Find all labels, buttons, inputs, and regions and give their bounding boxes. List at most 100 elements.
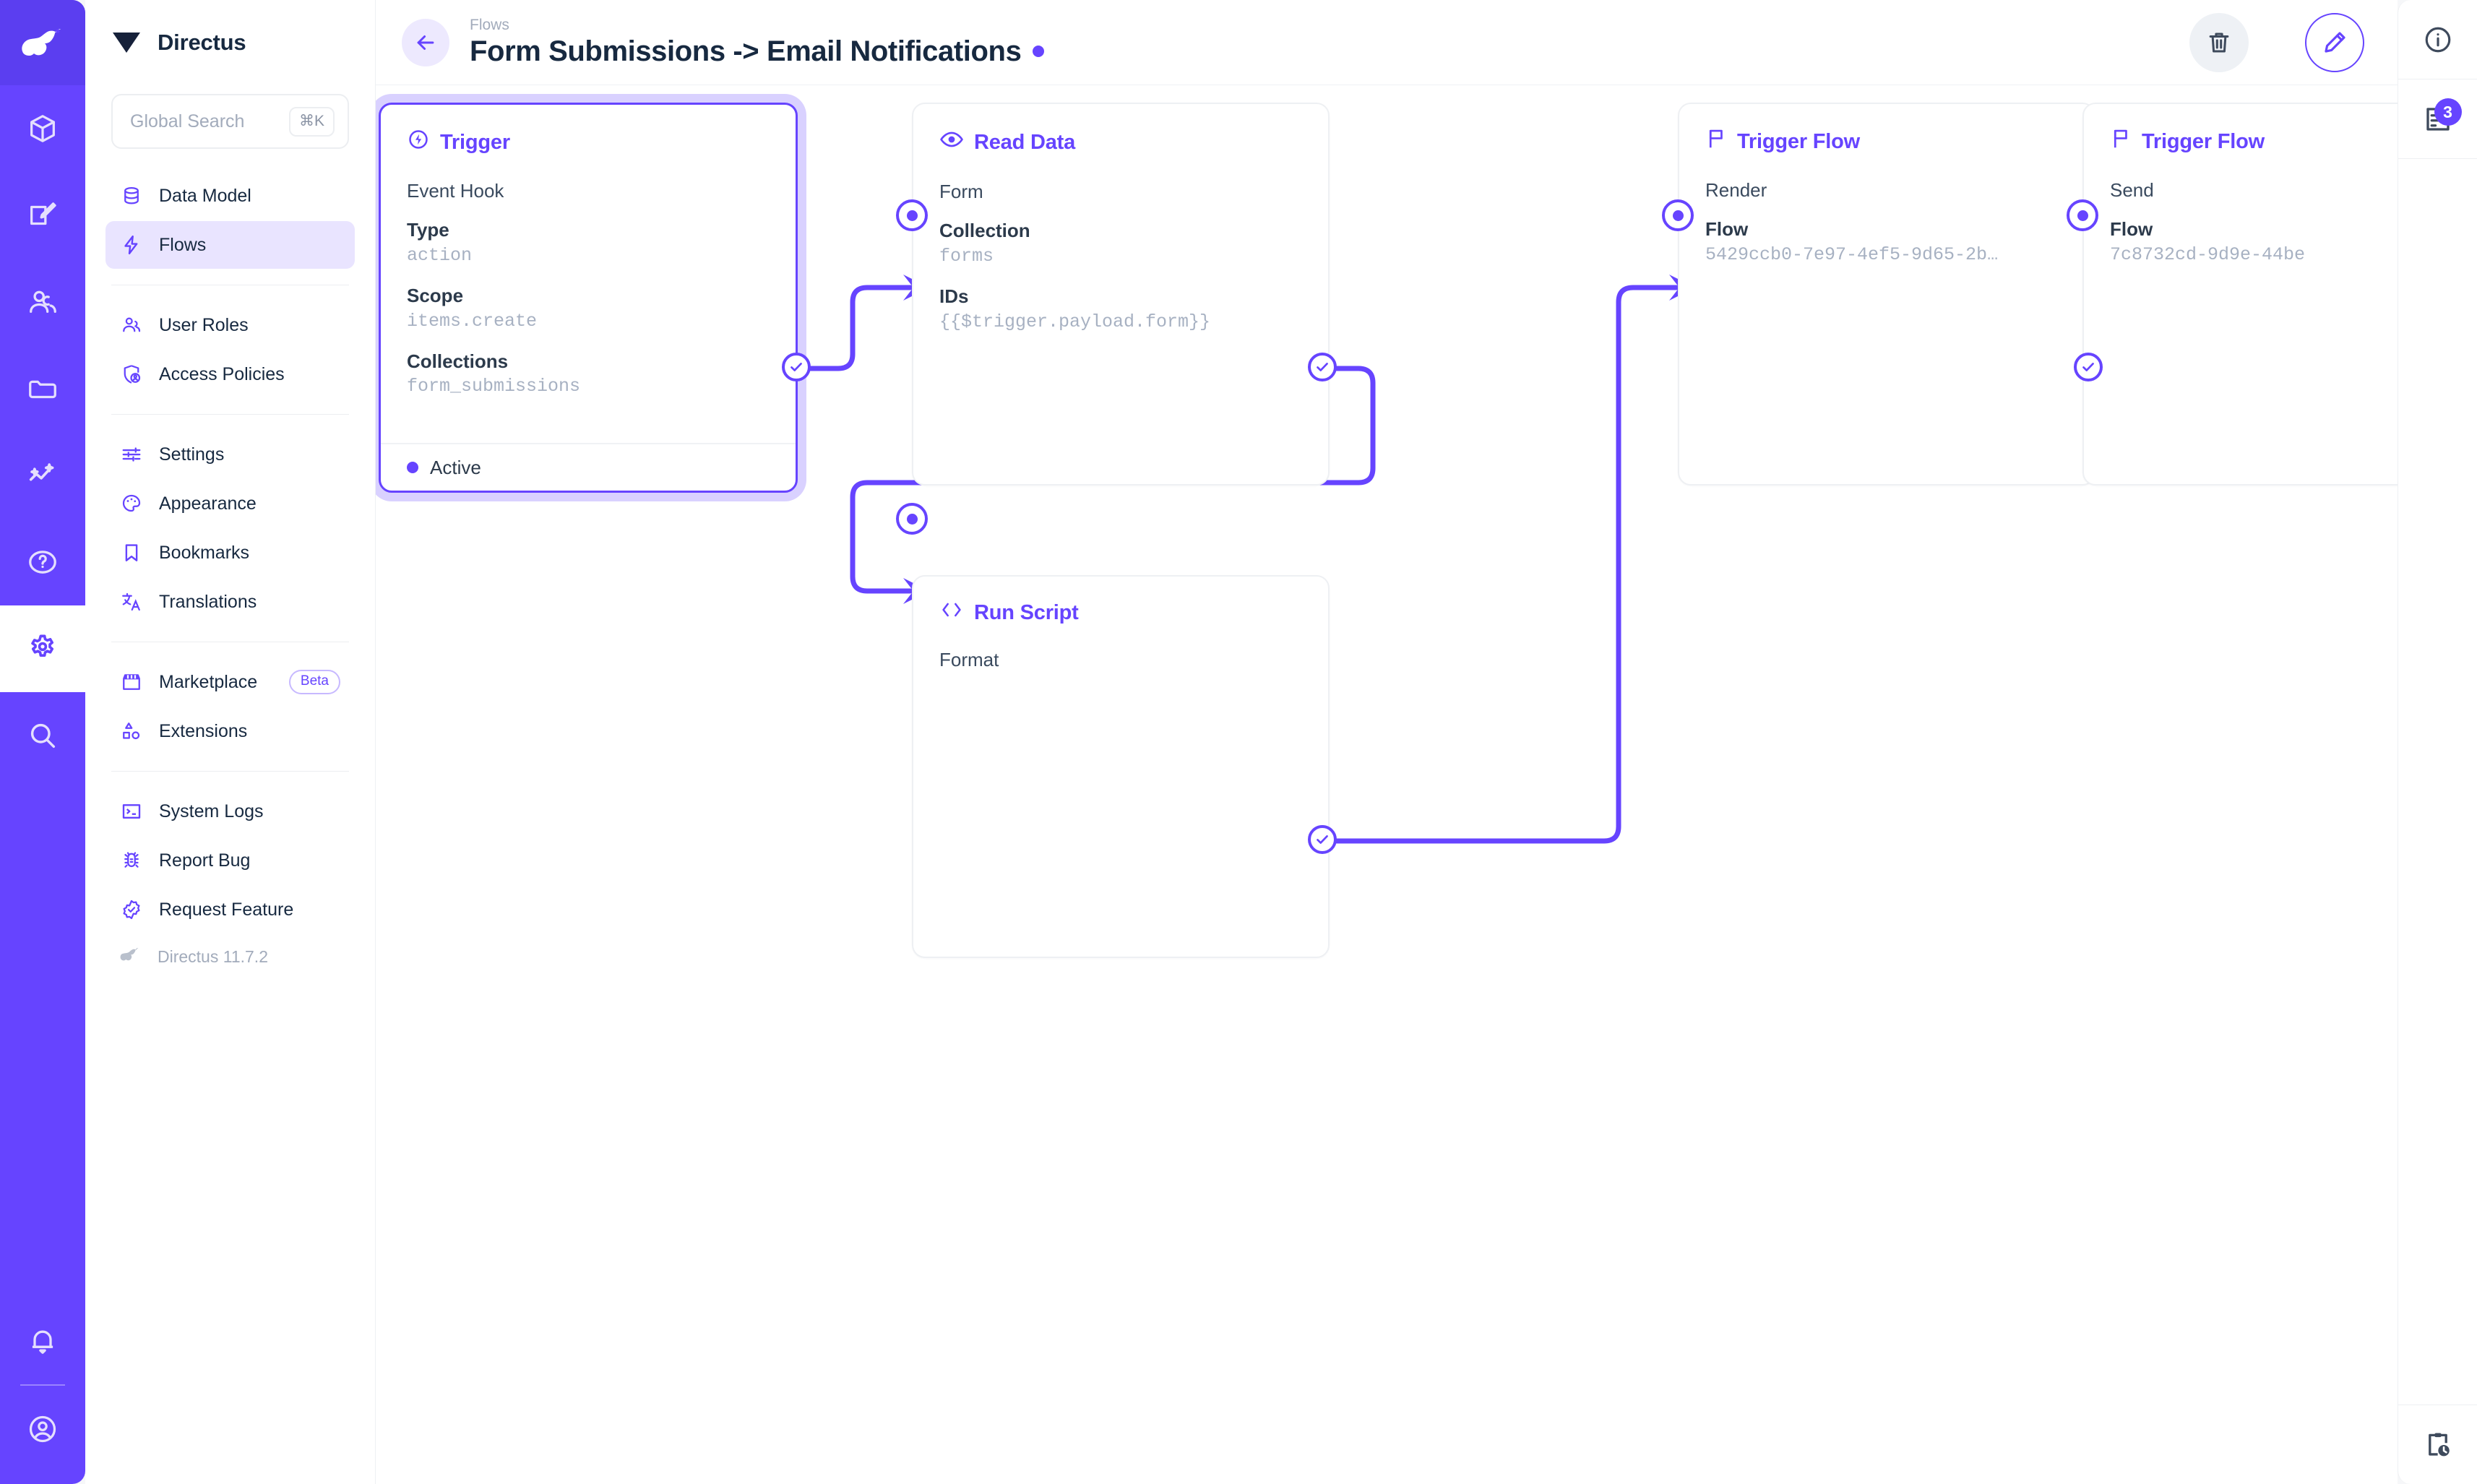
account-icon	[29, 1415, 56, 1443]
sidebar-item-request-feature[interactable]: Request Feature	[105, 886, 355, 933]
terminal-icon	[120, 800, 143, 823]
handle-read-data-input[interactable]	[896, 199, 928, 231]
breadcrumb[interactable]: Flows	[470, 16, 509, 33]
right-sidebar: 3	[2398, 0, 2477, 1484]
rail-item-files[interactable]	[0, 345, 85, 432]
handle-send-input[interactable]	[2067, 199, 2098, 231]
node-header: Trigger	[381, 105, 796, 157]
sidebar-item-appearance[interactable]: Appearance	[105, 480, 355, 527]
flow-node-trigger[interactable]: Trigger Event Hook Type action Scope ite…	[379, 103, 798, 493]
handle-read-data-resolve[interactable]	[1308, 353, 1337, 381]
logs-button[interactable]: 3	[2398, 79, 2477, 159]
rabbit-small-icon	[120, 946, 142, 967]
edge-run-script-to-trigger-flow-render	[1319, 285, 1679, 844]
version-label-row: Directus 11.7.2	[105, 935, 355, 978]
flow-node-trigger-flow-send[interactable]: Trigger Flow Send Flow 7c8732cd-9d9e-44b…	[2082, 103, 2398, 486]
module-rail	[0, 0, 85, 1484]
sidebar-item-label: Extensions	[159, 720, 248, 741]
edit-button[interactable]	[2305, 12, 2364, 72]
bug-icon	[120, 849, 143, 872]
check-icon	[2082, 363, 2094, 371]
node-field-key: IDs	[939, 285, 969, 307]
node-footer: Active	[381, 443, 796, 491]
node-subtitle: Format	[939, 649, 999, 670]
rail-item-notifications[interactable]	[0, 1303, 85, 1379]
delete-button[interactable]	[2189, 12, 2249, 72]
rail-item-search[interactable]	[0, 692, 85, 779]
nav-divider	[111, 414, 349, 415]
sidebar-item-label: Marketplace	[159, 671, 258, 692]
sidebar-item-translations[interactable]: Translations	[105, 578, 355, 626]
sidebar-item-label: Appearance	[159, 493, 257, 514]
handle-render-resolve[interactable]	[2074, 353, 2103, 381]
rail-item-settings[interactable]	[0, 605, 85, 692]
history-button[interactable]	[2398, 1405, 2477, 1484]
bell-icon	[32, 1330, 53, 1354]
flow-node-trigger-flow-render[interactable]: Trigger Flow Render Flow 5429ccb0-7e97-4…	[1678, 103, 2095, 486]
sidebar-item-settings[interactable]: Settings	[105, 431, 355, 478]
sidebar-item-data-model[interactable]: Data Model	[105, 172, 355, 220]
sidebar-item-label: Flows	[159, 234, 207, 255]
sidebar-item-access-policies[interactable]: Access Policies	[105, 350, 355, 398]
palette-icon	[120, 492, 143, 515]
back-button[interactable]	[402, 18, 449, 66]
flow-node-run-script[interactable]: Run Script Format	[912, 575, 1330, 958]
rail-item-help[interactable]	[0, 519, 85, 605]
node-field: Collection forms	[939, 219, 1302, 269]
check-icon	[791, 363, 802, 371]
main-area: Flows Form Submissions -> Email Notifica…	[376, 0, 2398, 1484]
sidebar-item-extensions[interactable]: Extensions	[105, 707, 355, 755]
shield-person-icon	[120, 363, 143, 386]
handle-core	[906, 210, 918, 221]
node-body: Format	[913, 626, 1328, 671]
info-button[interactable]	[2398, 0, 2477, 79]
rail-item-users[interactable]	[0, 259, 85, 345]
sidebar-item-label: Translations	[159, 591, 257, 612]
sidebar-item-flows[interactable]: Flows	[105, 221, 355, 269]
handle-render-input[interactable]	[1662, 199, 1694, 231]
flow-canvas[interactable]: Trigger Event Hook Type action Scope ite…	[376, 85, 2398, 1484]
check-icon	[1317, 363, 1328, 371]
node-field: Flow 5429ccb0-7e97-4ef5-9d65-2b…	[1705, 217, 2068, 267]
sidebar-item-system-logs[interactable]: System Logs	[105, 788, 355, 835]
flag-icon	[2110, 127, 2132, 156]
node-title: Run Script	[974, 600, 1079, 624]
clipboard-clock-icon	[2428, 1433, 2450, 1456]
info-icon	[2425, 27, 2450, 52]
node-field-key: Scope	[407, 284, 464, 306]
handle-core	[906, 513, 918, 525]
help-icon	[29, 551, 56, 574]
directus-logo-button[interactable]	[0, 0, 85, 85]
node-field-value: 5429ccb0-7e97-4ef5-9d65-2b…	[1705, 243, 1999, 265]
handle-trigger-resolve[interactable]	[782, 353, 811, 381]
node-subtitle: Event Hook	[407, 180, 504, 202]
node-field: Type action	[407, 218, 770, 268]
handle-core	[1672, 210, 1684, 221]
node-field-value: items.create	[407, 310, 538, 332]
users-icon	[30, 290, 56, 314]
insights-icon	[29, 463, 54, 481]
sidebar-nav: Data Model Flows	[85, 149, 375, 978]
bolt-circle-icon	[407, 128, 430, 157]
global-search-input[interactable]: Global Search ⌘K	[111, 94, 349, 149]
sidebar-item-user-roles[interactable]: User Roles	[105, 301, 355, 349]
sidebar-item-bookmarks[interactable]: Bookmarks	[105, 529, 355, 577]
sidebar-item-marketplace[interactable]: Marketplace Beta	[105, 658, 355, 706]
node-body: Render Flow 5429ccb0-7e97-4ef5-9d65-2b…	[1679, 156, 2094, 267]
node-subtitle: Send	[2110, 179, 2154, 201]
rail-item-insights[interactable]	[0, 432, 85, 519]
content-icon	[30, 115, 55, 142]
node-field: Scope items.create	[407, 284, 770, 334]
version-label: Directus 11.7.2	[158, 946, 268, 966]
sidebar-item-report-bug[interactable]: Report Bug	[105, 837, 355, 884]
handle-run-script-input[interactable]	[896, 503, 928, 535]
search-placeholder: Global Search	[130, 111, 245, 131]
marketplace-beta-badge: Beta	[288, 670, 340, 694]
flow-node-read-data[interactable]: Read Data Form Collection forms IDs {{$t…	[912, 103, 1330, 486]
rail-item-content[interactable]	[0, 85, 85, 172]
rail-item-account[interactable]	[0, 1392, 85, 1467]
handle-run-script-resolve[interactable]	[1308, 825, 1337, 854]
node-subtitle: Render	[1705, 179, 1767, 201]
rail-item-editor[interactable]	[0, 172, 85, 259]
